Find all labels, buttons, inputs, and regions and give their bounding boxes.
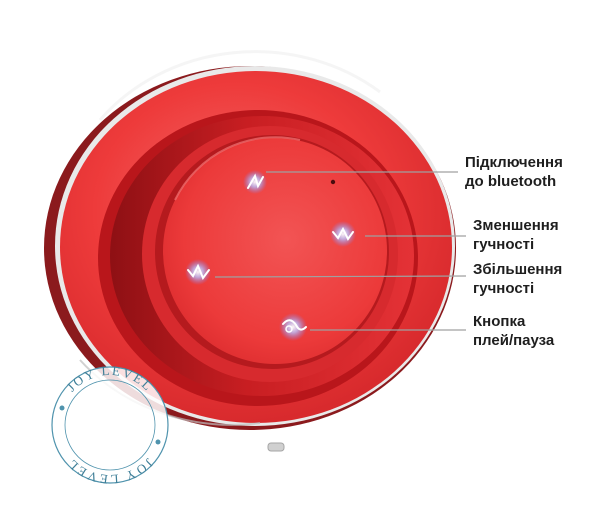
bluetooth-icon[interactable] [243, 170, 267, 194]
callout-volume-down: Зменшення гучності [473, 216, 559, 254]
callout-volume-up-line2: гучності [473, 280, 535, 297]
volume-down-icon[interactable] [330, 221, 356, 247]
callout-volume-down-line2: гучності [473, 236, 535, 253]
volume-up-icon[interactable] [185, 259, 211, 285]
callout-volume-up: Збільшення гучності [473, 260, 562, 298]
callout-play-pause-line1: Кнопка [473, 313, 526, 330]
callout-play-pause-line2: плей/пауза [473, 332, 555, 349]
callout-volume-up-line1: Збільшення [473, 261, 563, 278]
callout-volume-down-line1: Зменшення [473, 217, 559, 234]
side-port [267, 442, 285, 452]
watermark-seal: JOY LEVEL JOY LEVEL [51, 363, 169, 487]
play-pause-icon[interactable] [279, 313, 307, 341]
leader-line-volume-up [214, 275, 467, 278]
callout-bluetooth-line1: Підключення [465, 154, 563, 171]
callout-play-pause: Кнопка плей/пауза [473, 312, 554, 350]
control-button-face [155, 135, 389, 369]
callout-bluetooth-line2: до bluetooth [465, 173, 557, 190]
leader-lines [214, 171, 467, 331]
callout-bluetooth: Підключення до bluetooth [465, 153, 563, 191]
